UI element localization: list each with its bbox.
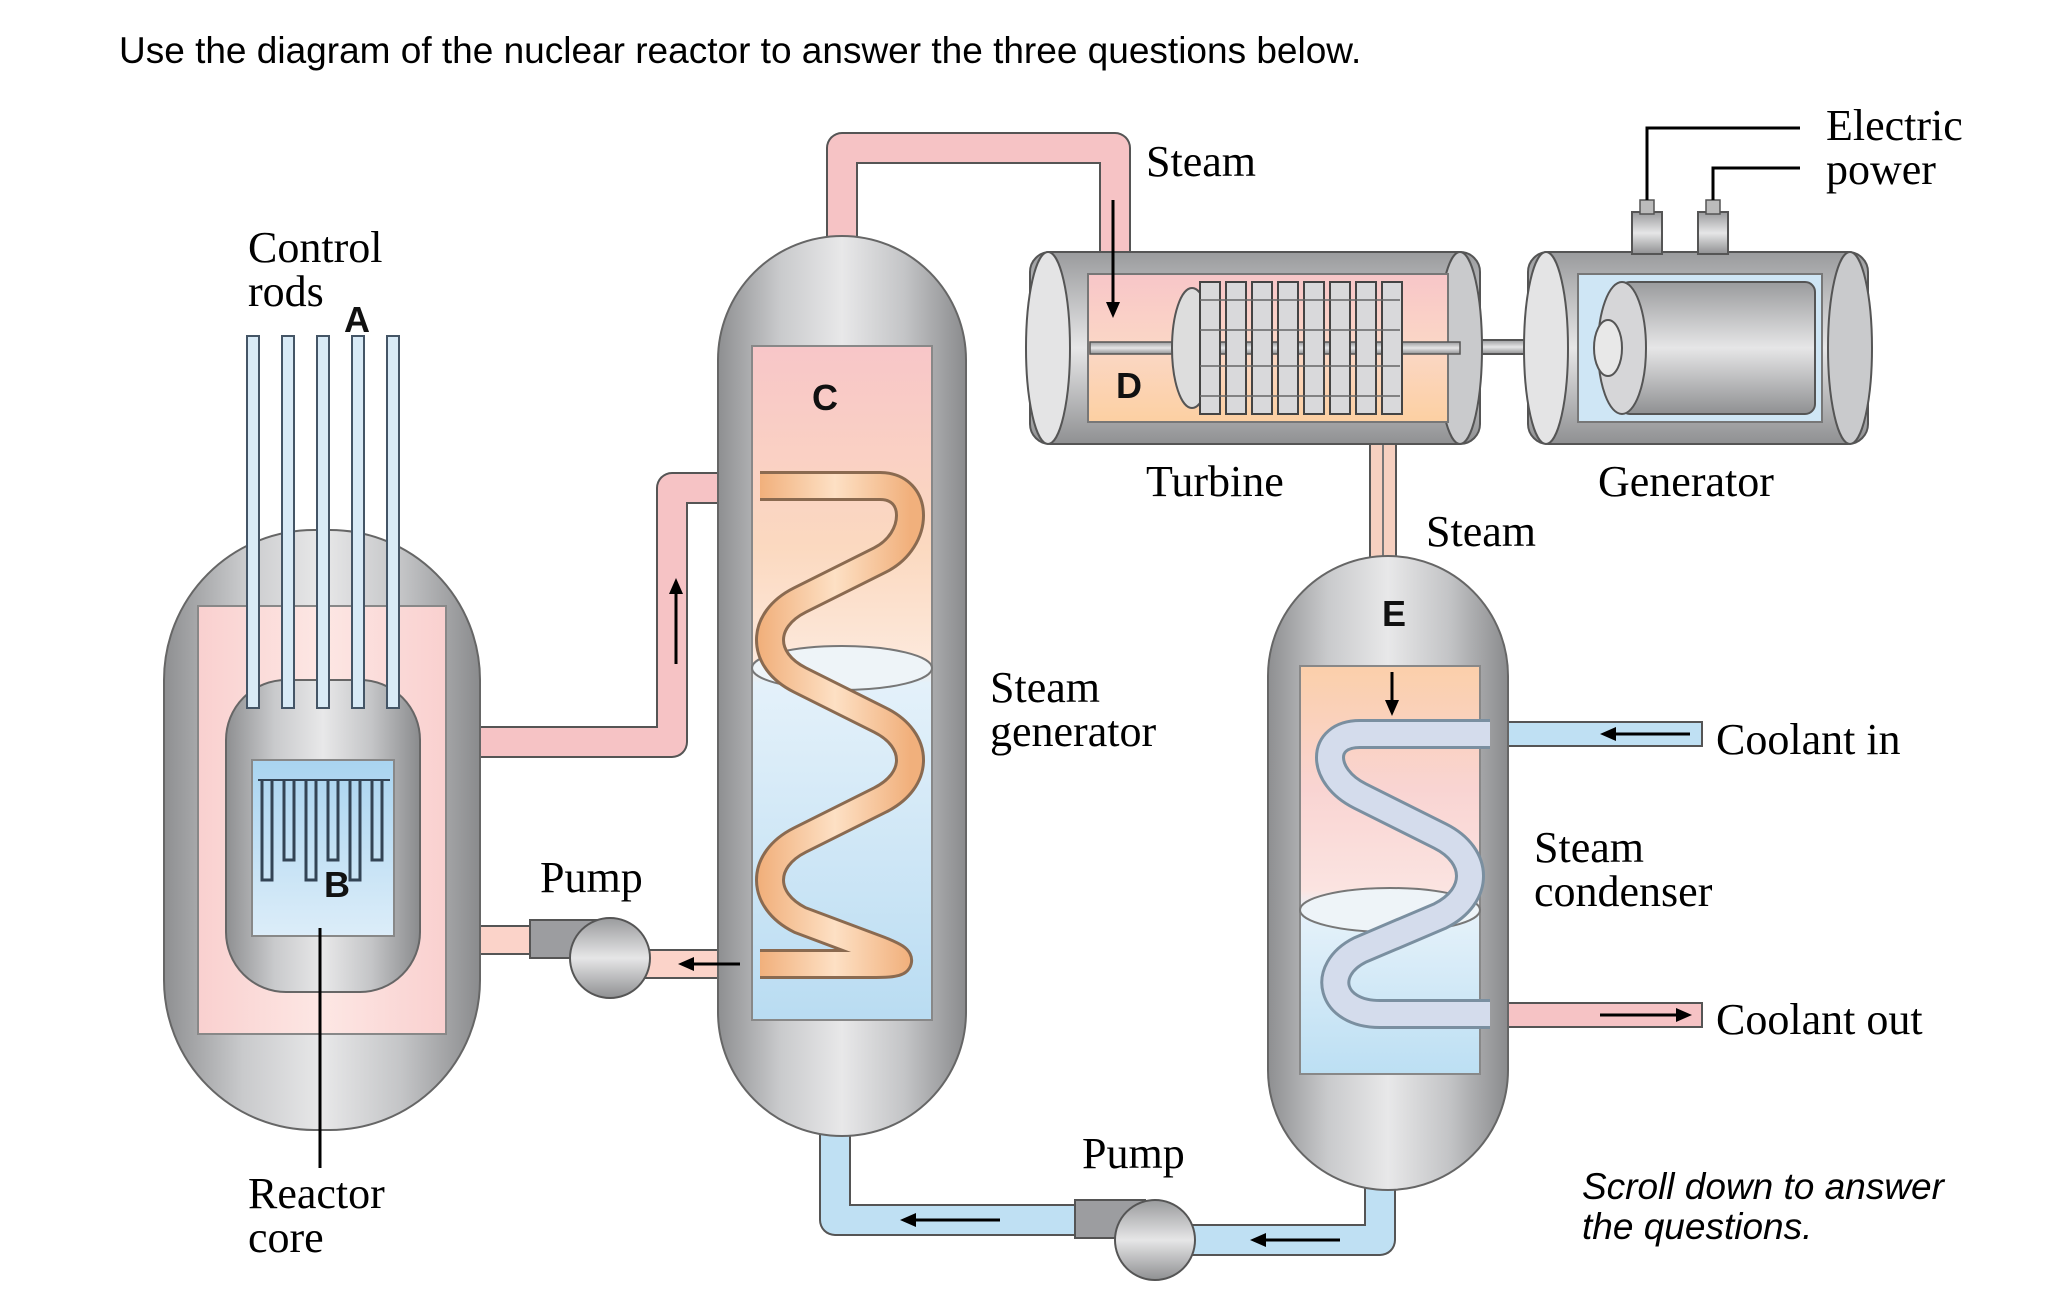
reactor-vessel <box>163 529 481 1131</box>
letter-c: C <box>812 377 838 418</box>
hot-coolant-pipe <box>478 472 760 758</box>
label-pump-left: Pump <box>540 853 643 902</box>
instruction-text: Use the diagram of the nuclear reactor t… <box>119 30 1362 71</box>
steam-condenser-vessel <box>1267 555 1509 1191</box>
letter-b: B <box>324 864 350 905</box>
label-steam-condenser-line2: condenser <box>1534 867 1713 916</box>
steam-generator-vessel <box>717 235 967 1137</box>
label-electric-power-line1: Electric <box>1826 101 1963 150</box>
scroll-note-line2: the questions. <box>1582 1206 1813 1247</box>
label-coolant-out: Coolant out <box>1716 995 1923 1044</box>
label-coolant-in: Coolant in <box>1716 715 1901 764</box>
letter-d: D <box>1116 365 1142 406</box>
label-steam-generator-line2: generator <box>990 707 1156 756</box>
control-rods <box>246 335 400 709</box>
label-steam-middle: Steam <box>1426 507 1536 556</box>
steam-pipe-middle <box>1369 439 1397 571</box>
pump-left <box>529 917 651 999</box>
label-steam-generator-line1: Steam <box>990 663 1100 712</box>
label-turbine: Turbine <box>1146 457 1284 506</box>
label-reactor-core-line2: core <box>248 1213 324 1262</box>
feedwater-pipe <box>819 1120 1396 1256</box>
turbine <box>1025 251 1483 445</box>
fuel-rods <box>258 779 390 882</box>
label-control-rods-line2: rods <box>248 267 324 316</box>
label-reactor-core-line1: Reactor <box>248 1169 385 1218</box>
steam-pipe-top <box>826 132 1131 260</box>
label-pump-bottom: Pump <box>1082 1129 1185 1178</box>
scroll-note: Scroll down to answer the questions. <box>1582 1167 1944 1247</box>
label-steam-condenser-line1: Steam <box>1534 823 1644 872</box>
pump-bottom <box>1074 1199 1196 1281</box>
letter-a: A <box>344 299 370 340</box>
label-control-rods-line1: Control <box>248 223 382 272</box>
flow-arrows <box>669 200 1692 1247</box>
letter-e: E <box>1382 593 1406 634</box>
label-electric-power-line2: power <box>1826 145 1936 194</box>
label-generator: Generator <box>1598 457 1774 506</box>
label-steam-top: Steam <box>1146 137 1256 186</box>
generator <box>1523 126 1873 445</box>
scroll-note-line1: Scroll down to answer <box>1582 1166 1944 1207</box>
